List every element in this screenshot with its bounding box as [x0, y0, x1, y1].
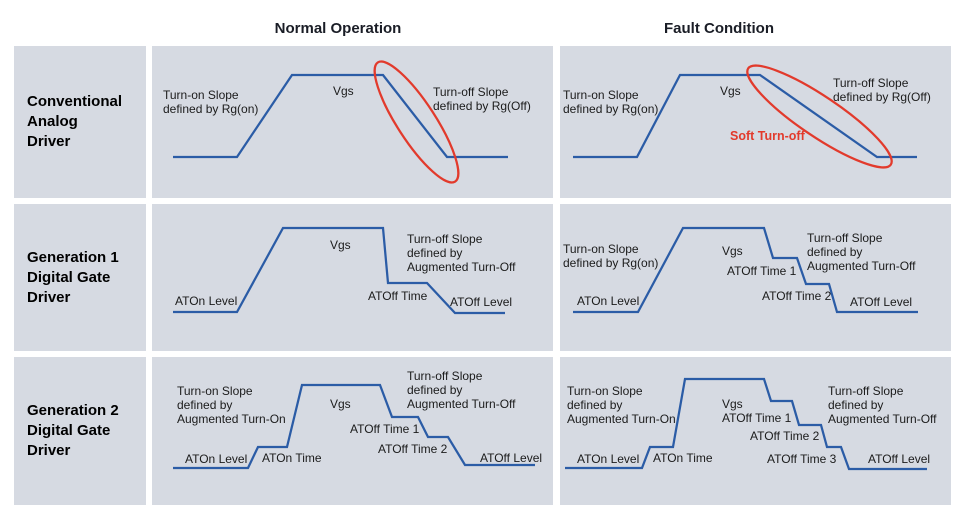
row-label-line: Conventional: [27, 93, 123, 110]
vgs-label: Vgs: [722, 397, 743, 411]
atoff-level-label: ATOff Level: [450, 295, 512, 309]
aton-time-label: ATOn Time: [653, 451, 713, 465]
turn-off-slope-label: defined by: [407, 383, 462, 397]
turn-off-highlight-ellipse: [373, 60, 460, 184]
turn-off-slope-label: Turn-off Slope: [433, 85, 509, 99]
aton-level-label: ATOn Level: [185, 452, 247, 466]
row-label-line: Digital Gate: [27, 268, 111, 286]
turn-on-slope-label: defined by: [177, 398, 232, 412]
vgs-waveform: [173, 226, 505, 315]
turn-on-slope-label: defined by Rg(on): [563, 256, 658, 270]
turn-on-slope-label: defined by Rg(on): [563, 102, 658, 116]
atoff-time-label: ATOff Time: [368, 289, 428, 303]
aton-level-label: ATOn Level: [175, 294, 237, 308]
aton-level-label: ATOn Level: [577, 294, 639, 308]
turn-on-slope-label: Turn-on Slope: [177, 384, 253, 398]
turn-off-slope-label: Augmented Turn-Off: [807, 259, 916, 273]
turn-on-slope-label: defined by Rg(on): [163, 102, 258, 116]
turn-on-slope-label: Turn-on Slope: [567, 384, 643, 398]
waveform-conventional-fault: Turn-on Slope defined by Rg(on) Vgs Soft…: [563, 64, 931, 169]
turn-on-slope-label: defined by: [567, 398, 622, 412]
vgs-waveform: [573, 73, 917, 159]
soft-turn-off-label: Soft Turn-off: [730, 129, 806, 143]
turn-off-slope-label: Turn-off Slope: [407, 369, 483, 383]
vgs-label: Vgs: [720, 84, 741, 98]
turn-on-slope-label: Turn-on Slope: [163, 88, 239, 102]
row-label-line: Generation 2: [27, 402, 119, 419]
turn-on-slope-label: Augmented Turn-On: [567, 412, 676, 426]
turn-off-slope-label: defined by: [807, 245, 862, 259]
turn-on-slope-label: Augmented Turn-On: [177, 412, 286, 426]
soft-turn-off-highlight-ellipse: [746, 64, 893, 169]
turn-off-slope-label: Turn-off Slope: [407, 232, 483, 246]
turn-off-slope-label: Turn-off Slope: [828, 384, 904, 398]
atoff-time-2-label: ATOff Time 2: [378, 442, 448, 456]
atoff-time-1-label: ATOff Time 1: [722, 411, 792, 425]
row-label-line: Generation 1: [27, 248, 119, 266]
row-label-line: Driver: [27, 442, 71, 459]
turn-off-slope-label: defined by Rg(Off): [833, 90, 931, 104]
aton-time-label: ATOn Time: [262, 451, 322, 465]
vgs-waveform: [173, 73, 508, 159]
panel-gen1-normal: ATOn Level Vgs ATOff Time Turn-off Slope…: [152, 204, 553, 351]
panel-conventional-normal: Turn-on Slope defined by Rg(on) Vgs Turn…: [152, 46, 553, 198]
column-header-fault-condition: Fault Condition: [664, 20, 774, 37]
vgs-label: Vgs: [722, 244, 743, 258]
turn-off-slope-label: defined by: [407, 246, 462, 260]
turn-off-slope-label: Augmented Turn-Off: [407, 397, 516, 411]
waveform-gen2-normal: Turn-on Slope defined by Augmented Turn-…: [173, 369, 542, 470]
panel-gen1-fault: Turn-on Slope defined by Rg(on) ATOn Lev…: [560, 204, 951, 351]
vgs-waveform: [573, 226, 918, 314]
row-label-generation-1-digital-gate-driver: Generation 1 Digital Gate Driver: [14, 204, 146, 351]
row-label-line: Driver: [27, 288, 71, 306]
aton-level-label: ATOn Level: [577, 452, 639, 466]
turn-on-slope-label: Turn-on Slope: [563, 242, 639, 256]
turn-off-slope-label: Augmented Turn-Off: [828, 412, 937, 426]
vgs-label: Vgs: [330, 397, 351, 411]
panel-gen2-normal: Turn-on Slope defined by Augmented Turn-…: [152, 357, 553, 505]
column-header-normal-operation: Normal Operation: [274, 20, 402, 37]
turn-on-slope-label: Turn-on Slope: [563, 88, 639, 102]
atoff-time-2-label: ATOff Time 2: [750, 429, 820, 443]
atoff-time-1-label: ATOff Time 1: [727, 264, 797, 278]
waveform-conventional-normal: Turn-on Slope defined by Rg(on) Vgs Turn…: [163, 60, 531, 184]
atoff-level-label: ATOff Level: [480, 451, 542, 465]
turn-off-slope-label: Turn-off Slope: [833, 76, 909, 90]
turn-off-slope-label: defined by Rg(Off): [433, 99, 531, 113]
row-label-generation-2-digital-gate-driver: Generation 2 Digital Gate Driver: [14, 357, 146, 505]
turn-off-slope-label: Turn-off Slope: [807, 231, 883, 245]
atoff-time-2-label: ATOff Time 2: [762, 289, 832, 303]
atoff-time-1-label: ATOff Time 1: [350, 422, 420, 436]
vgs-waveform: [565, 377, 927, 471]
row-label-line: Analog: [27, 113, 78, 130]
row-label-line: Driver: [27, 133, 71, 150]
panel-conventional-fault: Turn-on Slope defined by Rg(on) Vgs Soft…: [560, 46, 951, 198]
atoff-time-3-label: ATOff Time 3: [767, 452, 837, 466]
waveform-gen1-normal: ATOn Level Vgs ATOff Time Turn-off Slope…: [173, 226, 516, 315]
row-label-conventional-analog-driver: Conventional Analog Driver: [14, 46, 146, 198]
turn-off-slope-label: defined by: [828, 398, 883, 412]
atoff-level-label: ATOff Level: [850, 295, 912, 309]
turn-off-slope-label: Augmented Turn-Off: [407, 260, 516, 274]
panel-gen2-fault: Turn-on Slope defined by Augmented Turn-…: [560, 357, 951, 505]
atoff-level-label: ATOff Level: [868, 452, 930, 466]
vgs-waveform: [173, 383, 535, 470]
row-label-line: Digital Gate: [27, 422, 111, 439]
waveform-gen2-fault: Turn-on Slope defined by Augmented Turn-…: [565, 377, 937, 471]
vgs-label: Vgs: [330, 238, 351, 252]
waveform-gen1-fault: Turn-on Slope defined by Rg(on) ATOn Lev…: [563, 226, 918, 314]
vgs-label: Vgs: [333, 84, 354, 98]
